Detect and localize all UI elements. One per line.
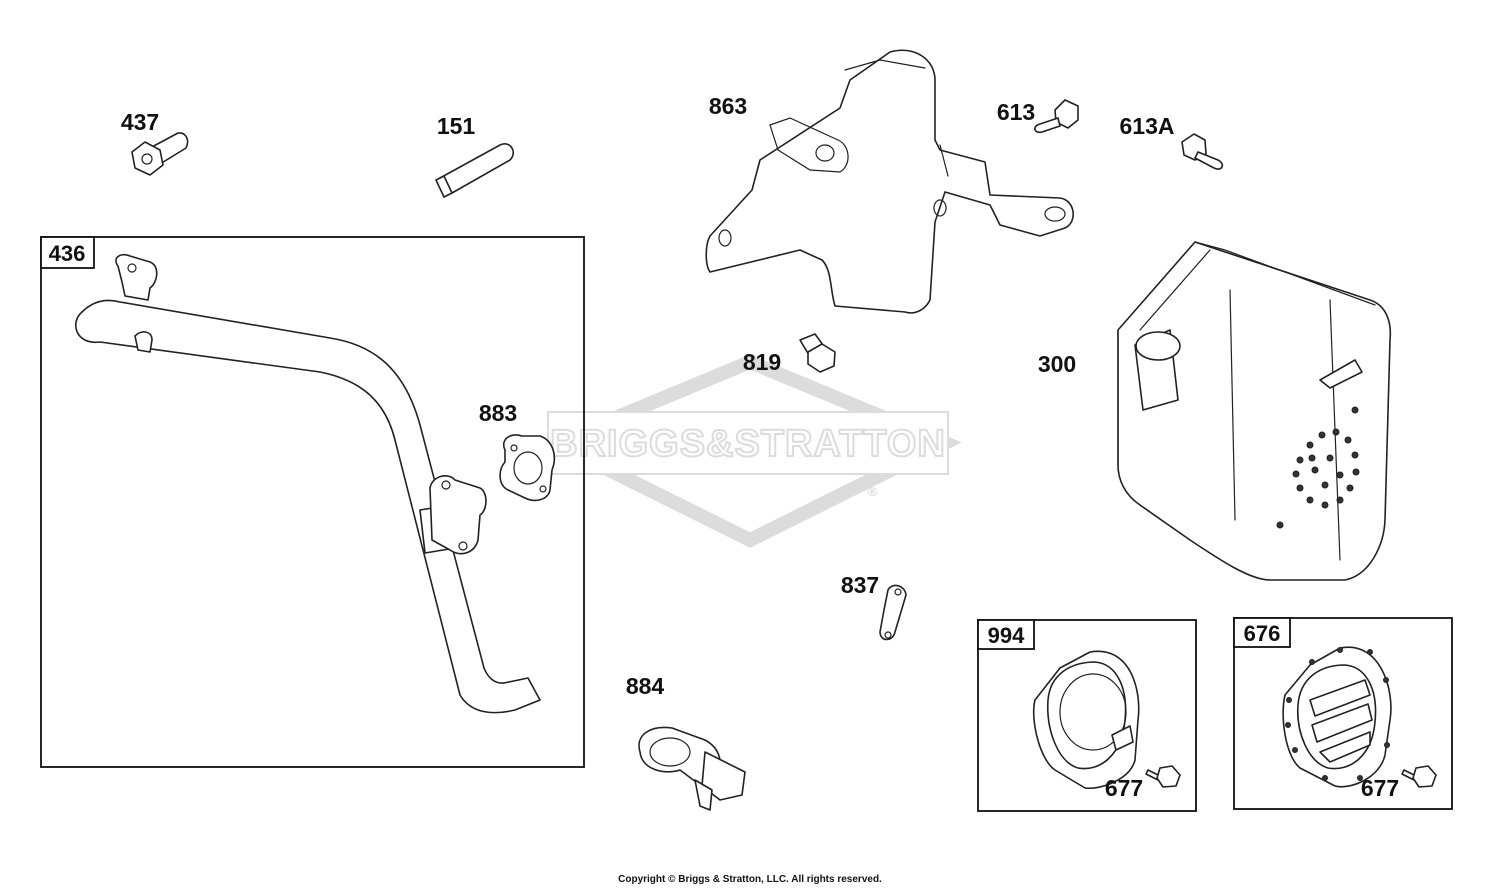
heat-shield-icon [705,49,1074,314]
box-676-tab [1233,617,1291,648]
spark-arrestor-screen-icon [1032,650,1140,790]
label-677a[interactable]: 677 [1105,775,1143,801]
gasket-icon [499,434,556,502]
label-837[interactable]: 837 [841,572,879,598]
label-677b[interactable]: 677 [1361,775,1399,801]
label-437[interactable]: 437 [121,109,159,135]
deflector-icon [1282,646,1392,788]
bolt-613-icon [1034,99,1079,134]
muffler-icon [1117,241,1392,581]
copyright-notice: Copyright © Briggs & Stratton, LLC. All … [618,874,882,885]
label-883[interactable]: 883 [479,400,517,426]
box-676 [1233,617,1453,810]
box-994-tab [977,619,1035,650]
lock-plate-icon [879,584,907,641]
watermark: BRIGGS&STRATTON ® [538,354,962,548]
bolt-437-icon [131,132,189,176]
box-994-label[interactable]: 994 [988,623,1025,648]
clamp-icon [638,726,746,811]
label-613[interactable]: 613 [997,99,1035,125]
muffler-holes [1276,406,1360,529]
watermark-mark: ® [868,485,877,499]
box-994 [977,619,1197,812]
label-863[interactable]: 863 [709,93,747,119]
bolt-613a-icon [1181,133,1224,170]
box-436-tab [40,236,95,269]
watermark-text: BRIGGS&STRATTON [550,423,946,465]
pin-151-icon [435,143,515,198]
box-676-label[interactable]: 676 [1244,621,1281,646]
box-436-label[interactable]: 436 [49,241,86,266]
label-884[interactable]: 884 [626,673,665,699]
bolt-819-icon [799,333,836,373]
label-819[interactable]: 819 [743,349,781,375]
box-436 [40,236,585,768]
label-300[interactable]: 300 [1038,351,1076,377]
label-151[interactable]: 151 [437,113,476,139]
exhaust-pipe-icon [74,253,541,714]
screw-677a-icon [1145,765,1181,788]
label-613a[interactable]: 613A [1120,113,1175,139]
screw-677b-icon [1401,765,1437,788]
